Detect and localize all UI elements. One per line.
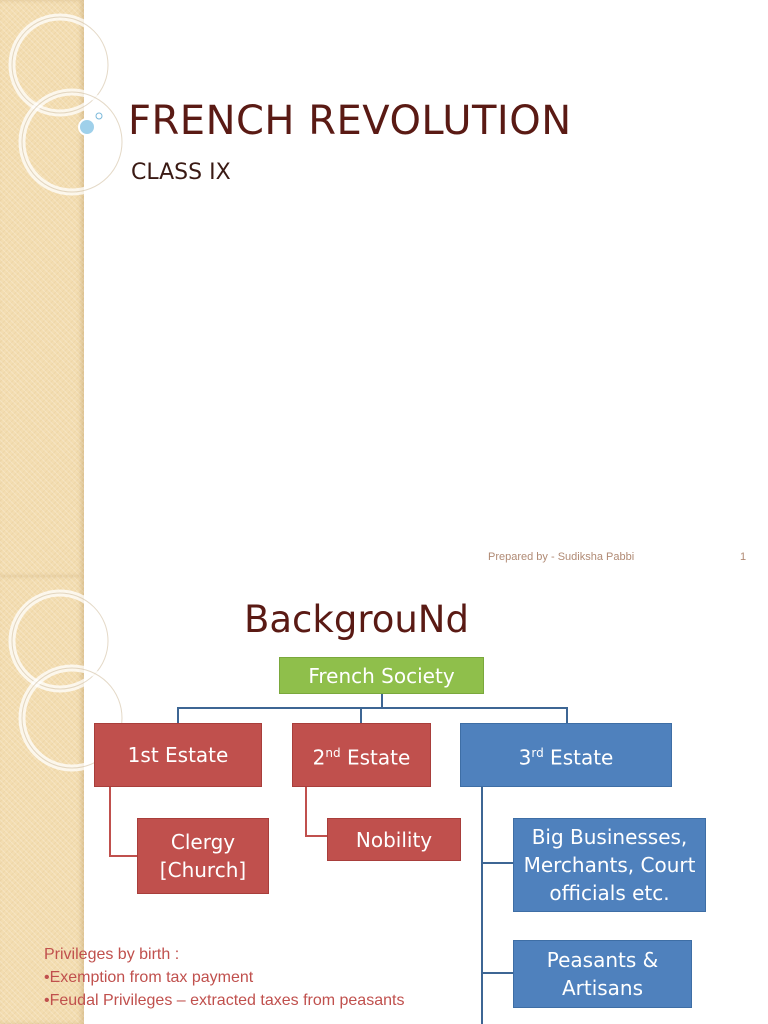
estate-1-box: 1st Estate	[94, 723, 262, 787]
connector-line	[109, 787, 111, 857]
estate-3-number: 3	[518, 745, 532, 770]
peasants-line-1: Peasants &	[546, 948, 659, 972]
clergy-line-1: Clergy	[170, 830, 236, 854]
privileges-item-1: •Exemption from tax payment	[44, 969, 254, 986]
slide-title: BackgrouNd	[244, 598, 469, 641]
connector-line	[481, 787, 483, 1024]
connector-line	[566, 707, 568, 723]
connector-line	[305, 787, 307, 837]
clergy-box: Clergy [Church]	[137, 818, 269, 894]
french-society-label: French Society	[308, 663, 455, 688]
estate-3-label: Estate	[543, 745, 614, 770]
privileges-heading: Privileges by birth :	[44, 946, 180, 963]
clergy-line-2: [Church]	[159, 858, 247, 882]
big-businesses-line-2: Merchants, Court	[523, 853, 696, 877]
title-slide: FRENCH REVOLUTION CLASS IX Prepared by -…	[0, 0, 747, 576]
estate-2-number: 2	[312, 745, 326, 770]
connector-line	[481, 972, 513, 974]
page-number: 1	[740, 551, 747, 563]
decorative-rings	[8, 589, 126, 772]
big-businesses-line-3: officials etc.	[549, 881, 670, 905]
footer-author: Prepared by - Sudiksha Pabbi	[488, 551, 635, 563]
estate-2-suffix: nd	[325, 745, 341, 760]
privileges-item-2: •Feudal Privileges – extracted taxes fro…	[44, 992, 405, 1009]
connector-line	[177, 707, 179, 723]
connector-line	[360, 707, 362, 723]
estate-2-label: Estate	[340, 745, 411, 770]
sidebar-texture	[0, 0, 84, 576]
nobility-label: Nobility	[355, 827, 433, 852]
french-society-box: French Society	[279, 657, 484, 694]
big-businesses-box: Big Businesses, Merchants, Court officia…	[513, 818, 706, 912]
estate-2-box: 2nd Estate	[292, 723, 431, 787]
peasants-box: Peasants & Artisans	[513, 940, 692, 1008]
estate-3-suffix: rd	[531, 745, 544, 760]
connector-line	[305, 835, 327, 837]
connector-line	[481, 862, 513, 864]
decorative-rings	[8, 13, 126, 196]
slide-subtitle: CLASS IX	[131, 160, 231, 185]
connector-line	[177, 707, 568, 709]
peasants-line-2: Artisans	[561, 976, 644, 1000]
estate-1-label: 1st Estate	[127, 743, 229, 767]
connector-line	[381, 694, 383, 708]
nobility-box: Nobility	[327, 818, 461, 861]
slide-title: FRENCH REVOLUTION	[128, 98, 572, 144]
connector-line	[109, 855, 137, 857]
background-slide: BackgrouNd French Society 1st Estate 2nd…	[0, 576, 768, 1024]
big-businesses-line-1: Big Businesses,	[531, 825, 688, 849]
estate-3-box: 3rd Estate	[460, 723, 672, 787]
